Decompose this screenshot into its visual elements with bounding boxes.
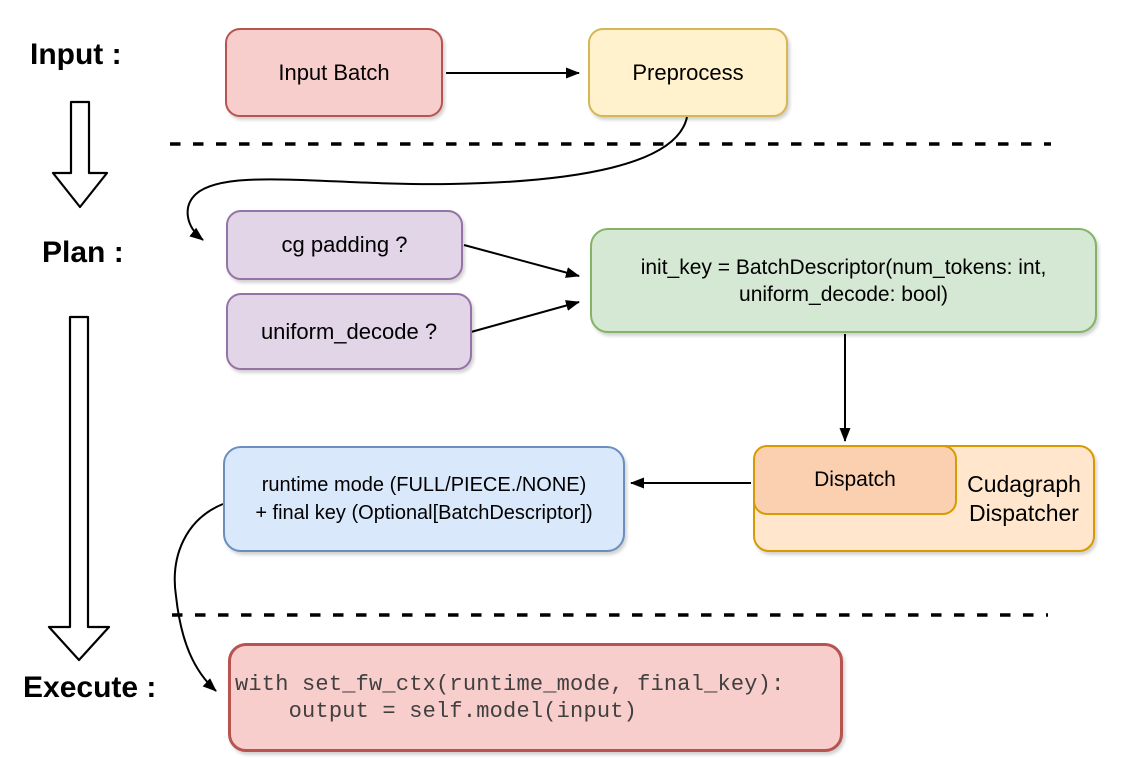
execute-code-line2: output = self.model(input): [235, 698, 638, 724]
section-label-plan: Plan :: [42, 236, 124, 269]
cudagraph-dispatcher-label: Cudagraph Dispatcher: [955, 447, 1093, 550]
arrow-cg-padding-to-init-key: [463, 244, 580, 278]
cudagraph-dispatcher-label-line2: Dispatcher: [969, 499, 1079, 526]
input-to-plan-flow-arrow: [51, 100, 109, 209]
input-batch-label: Input Batch: [278, 59, 390, 85]
plan-to-execute-flow-arrow: [47, 315, 111, 662]
input-batch-node: Input Batch: [225, 28, 443, 117]
preprocess-label: Preprocess: [632, 59, 744, 85]
cg-padding-node: cg padding ?: [226, 210, 463, 280]
init-key-node: init_key = BatchDescriptor(num_tokens: i…: [590, 228, 1097, 333]
init-key-label-line1: init_key = BatchDescriptor(num_tokens: i…: [640, 255, 1047, 279]
init-key-label-line2: uniform_decode: bool): [739, 282, 948, 306]
runtime-mode-node: runtime mode (FULL/PIECE./NONE) + final …: [223, 446, 625, 552]
dispatch-node: Dispatch: [753, 445, 957, 515]
execute-code-line1: with set_fw_ctx(runtime_mode, final_key)…: [235, 671, 785, 697]
cg-padding-label: cg padding ?: [281, 232, 408, 258]
uniform-decode-label: uniform_decode ?: [260, 318, 438, 344]
uniform-decode-node: uniform_decode ?: [226, 293, 472, 370]
section-label-execute: Execute :: [23, 671, 157, 704]
cudagraph-dispatcher-label-line1: Cudagraph: [967, 470, 1081, 497]
section-label-input: Input :: [30, 38, 122, 71]
arrow-uniform-decode-to-init-key: [470, 300, 580, 333]
arrow-runtime-mode-to-execute-code: [173, 503, 224, 692]
dispatch-label: Dispatch: [814, 467, 896, 491]
execute-code-node: with set_fw_ctx(runtime_mode, final_key)…: [228, 643, 843, 752]
runtime-mode-label-line1: runtime mode (FULL/PIECE./NONE): [261, 474, 587, 496]
runtime-mode-label-line2: + final key (Optional[BatchDescriptor]): [255, 502, 593, 524]
preprocess-node: Preprocess: [588, 28, 788, 117]
arrow-preprocess-to-plan: [186, 116, 688, 241]
